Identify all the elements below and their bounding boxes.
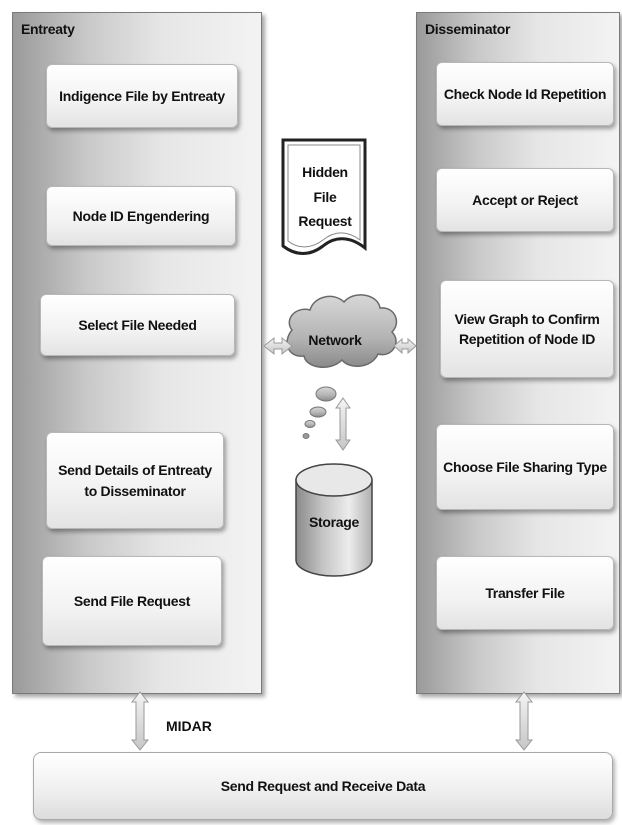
midar-label: MIDAR [166, 718, 212, 734]
right-double-arrow [393, 337, 417, 355]
entreaty-step-send-file-request: Send File Request [42, 556, 222, 646]
entreaty-step-indigence-file: Indigence File by Entreaty [46, 64, 238, 128]
disseminator-step-transfer-file: Transfer File [436, 556, 614, 630]
storage-label: Storage [308, 514, 360, 530]
document-icon [281, 138, 367, 255]
entreaty-title: Entreaty [21, 21, 75, 37]
midar-right-arrow [514, 691, 534, 751]
left-double-arrow [263, 336, 293, 356]
cloud-bubble [304, 420, 316, 428]
disseminator-step-choose-file-sharing: Choose File Sharing Type [436, 424, 614, 510]
disseminator-title: Disseminator [425, 21, 511, 37]
network-cloud-icon [286, 294, 398, 368]
network-label: Network [308, 332, 362, 348]
entreaty-step-send-details: Send Details of Entreaty to Disseminator [46, 432, 224, 529]
entreaty-step-node-id-engendering: Node ID Engendering [46, 186, 236, 246]
document-label: Hidden File Request [298, 164, 352, 229]
send-request-receive-data-bar: Send Request and Receive Data [33, 752, 613, 820]
cloud-bubble [315, 386, 337, 402]
storage-cylinder-icon [295, 463, 373, 577]
entreaty-step-select-file: Select File Needed [40, 294, 235, 356]
cloud-bubble [302, 433, 310, 439]
midar-left-arrow [130, 691, 150, 751]
disseminator-step-view-graph: View Graph to Confirm Repetition of Node… [440, 280, 614, 378]
cloud-bubble [309, 406, 327, 418]
disseminator-step-check-node-id: Check Node Id Repetition [436, 62, 614, 126]
disseminator-step-accept-or-reject: Accept or Reject [436, 168, 614, 232]
network-storage-arrow [335, 397, 351, 451]
